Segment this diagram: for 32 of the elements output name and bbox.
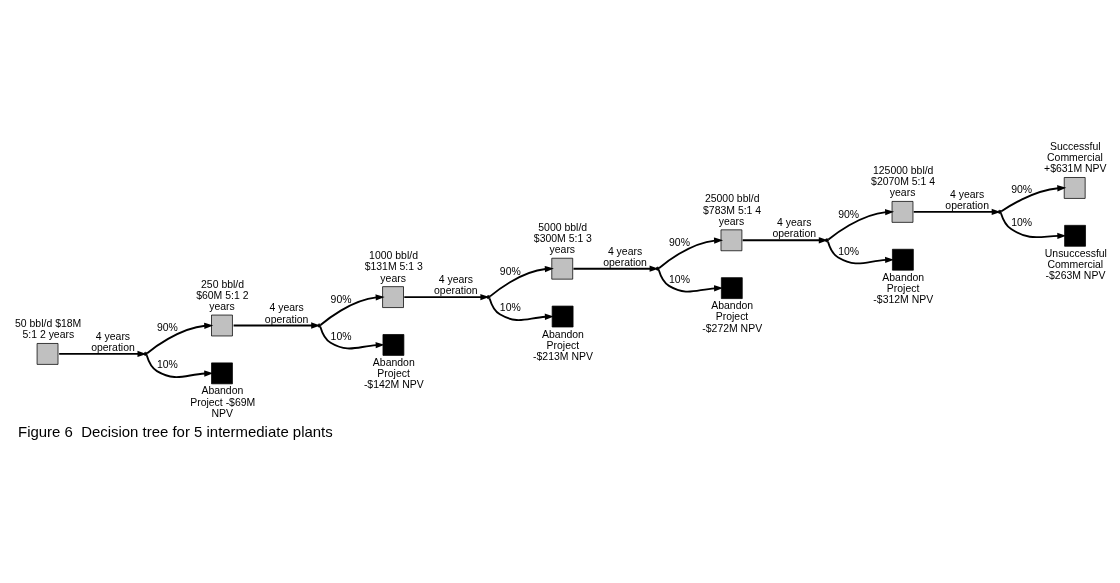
edge-label: 10%: [838, 245, 860, 257]
edge-label: 90%: [330, 294, 352, 306]
node-label: 125000 bbl/d $2070M 5:1 4 years: [871, 164, 936, 199]
node-label: Successful Commercial +$631M NPV: [1044, 140, 1107, 175]
node-label: Abandon Project -$213M NPV: [533, 328, 593, 363]
caption: Figure 6 Decision tree for 5 intermediate plants: [18, 422, 333, 440]
edge-label: 90%: [1011, 183, 1033, 195]
node-label: Abandon Project -$312M NPV: [873, 271, 934, 306]
edge-label: 10%: [156, 359, 178, 371]
node-label: Abandon Project -$272M NPV: [702, 300, 763, 334]
edge-label: 90%: [499, 265, 521, 277]
node-label: Unsuccessful Commercial -$263M NPV: [1044, 247, 1107, 282]
edge-label: 90%: [838, 209, 860, 221]
edge-label: 90%: [669, 237, 690, 249]
edge-label: 4 years operation: [772, 217, 817, 240]
node-label: Abandon Project -$69M NPV: [190, 385, 256, 419]
edge-label: 10%: [330, 330, 352, 342]
node-label: 25000 bbl/d $783M 5:1 4 years: [703, 193, 762, 227]
edge-label: 10%: [499, 302, 521, 314]
node-label: Abandon Project -$142M NPV: [363, 357, 424, 391]
node-label: 1000 bbl/d $131M 5:1 3 years: [364, 250, 423, 284]
edge-label: 4 years operation: [434, 274, 478, 297]
edge-label: 4 years operation: [91, 330, 135, 354]
edge-label: 90%: [156, 321, 178, 333]
node-label: 250 bbl/d $60M 5:1 2 years: [196, 278, 249, 312]
node-label: 5000 bbl/d $300M 5:1 3 years: [533, 221, 592, 256]
edge-label: 4 years operation: [945, 188, 989, 212]
edge-label: 4 years operation: [603, 245, 647, 268]
edge-label: 10%: [669, 274, 690, 286]
edge-label: 4 years operation: [264, 302, 309, 325]
node-label: 50 bbl/d $18M 5:1 2 years: [15, 318, 82, 341]
edge-label: 10%: [1011, 217, 1033, 229]
